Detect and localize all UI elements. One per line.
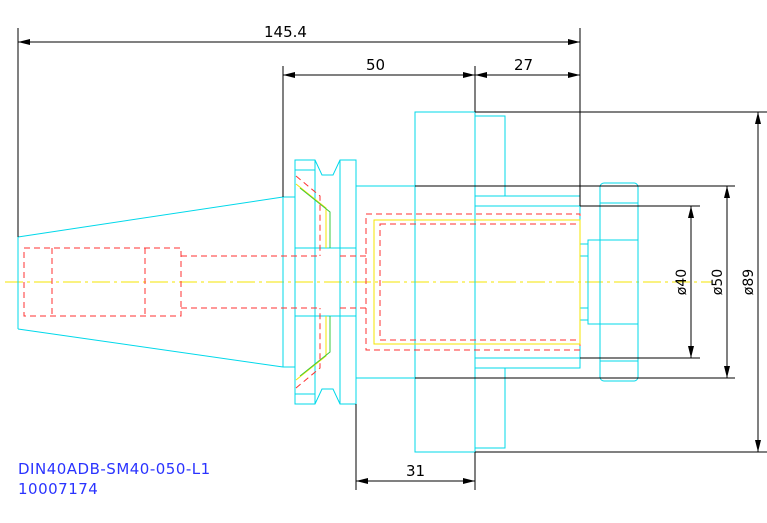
dim-overall (17, 28, 581, 237)
dim-nose (355, 404, 476, 490)
dim-dia50-text: ø50 (710, 269, 726, 295)
dim-overall-text: 145.4 (264, 23, 307, 41)
dim-body-text: 27 (514, 56, 533, 74)
dim-dia89-text: ø89 (741, 269, 757, 295)
dim-diameters (415, 111, 767, 453)
dim-dia40-text: ø40 (674, 269, 690, 295)
hidden-lines (23, 175, 581, 389)
part-code-label: DIN40ADB-SM40-050-L1 (18, 460, 211, 478)
part-number-label: 10007174 (18, 480, 99, 498)
taper-outline (17, 196, 284, 368)
coolant-lines (295, 183, 581, 381)
dim-flange (282, 66, 580, 197)
dim-flange-text: 50 (366, 56, 385, 74)
dim-nose-text: 31 (406, 462, 425, 480)
